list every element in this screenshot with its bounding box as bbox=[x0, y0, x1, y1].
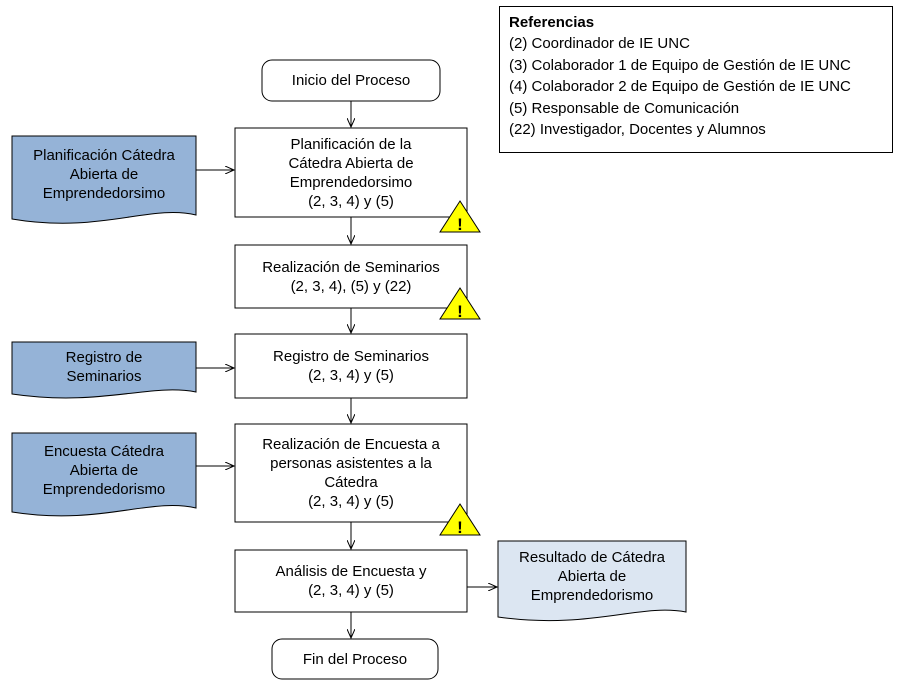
legend-title: Referencias bbox=[509, 14, 595, 31]
label-line: Emprendedorismo bbox=[42, 481, 166, 498]
svg-text:!: ! bbox=[457, 302, 463, 321]
label-line: Planificación de la bbox=[290, 135, 412, 153]
label-line: Emprendedorismo bbox=[530, 586, 654, 604]
legend-item: (2) Coordinador de IE UNC bbox=[509, 35, 690, 52]
label-line: Registro de Seminarios bbox=[273, 348, 429, 365]
label-line: (2, 3, 4) y (5) bbox=[308, 192, 394, 210]
label-line: Realización de Encuesta a bbox=[262, 436, 440, 453]
warning-icon: ! bbox=[439, 200, 481, 234]
legend-item: (5) Responsable de Comunicación bbox=[509, 99, 740, 117]
encuesta-process-box bbox=[234, 423, 468, 523]
planificacion-document-shape bbox=[11, 135, 197, 224]
legend-item: (4) Colaborador 2 de Equipo de Gestión d… bbox=[509, 78, 851, 96]
end-label: Fin del Proceso bbox=[272, 639, 438, 679]
label-line: (2, 3, 4), (5) y (22) bbox=[290, 277, 412, 295]
seminarios-step-label: Realización de Seminarios(2, 3, 4), (5) … bbox=[235, 245, 467, 308]
registro-step-label: Registro de Seminarios (2, 3, 4) y (5) bbox=[235, 334, 467, 398]
label-line: Abierta de bbox=[557, 567, 627, 585]
planificacion-process-box bbox=[234, 127, 468, 218]
label-line: Abierta de bbox=[69, 462, 139, 479]
label-line: Emprendedorsimo bbox=[42, 184, 166, 202]
label-line: (2, 3, 4) y (5) bbox=[308, 493, 394, 510]
seminarios-process-box bbox=[234, 244, 468, 309]
label-line: Cátedra bbox=[324, 474, 378, 491]
svg-text:!: ! bbox=[457, 518, 463, 537]
label-line: Abierta de bbox=[69, 165, 139, 183]
legend-item: (22) Investigador, Docentes y Alumnos bbox=[509, 121, 766, 139]
label-line: Registro de bbox=[65, 349, 143, 366]
label-line: Fin del Proceso bbox=[302, 650, 408, 668]
svg-text:!: ! bbox=[457, 215, 463, 234]
end-terminator bbox=[271, 638, 439, 680]
label-line: Seminarios bbox=[66, 368, 142, 385]
label-line: Cátedra Abierta de bbox=[288, 154, 414, 172]
start-label: Inicio del Proceso bbox=[262, 60, 440, 101]
analisis-step-label: Análisis de Encuesta y (2, 3, 4) y (5) bbox=[235, 550, 467, 612]
label-line: Planificación Cátedra bbox=[33, 146, 175, 164]
label-line: Resultado de Cátedra bbox=[519, 548, 665, 566]
encuesta-document-shape bbox=[11, 432, 197, 517]
resultado-document-shape bbox=[497, 540, 687, 622]
registro-document-label: Registro de Seminarios bbox=[12, 342, 196, 392]
label-line: Análisis de Encuesta y bbox=[275, 563, 427, 580]
label-line: Emprendedorsimo bbox=[289, 173, 413, 191]
references-legend: Referencias (2) Coordinador de IE UNC (3… bbox=[499, 6, 893, 153]
label-line: personas asistentes a la bbox=[270, 455, 432, 472]
encuesta-step-label: Realización de Encuesta a personas asiste… bbox=[235, 424, 467, 522]
label-line: (2, 3, 4) y (5) bbox=[308, 367, 394, 384]
warning-icon: ! bbox=[439, 287, 481, 321]
registro-document-shape bbox=[11, 341, 197, 399]
label-line: Inicio del Proceso bbox=[291, 72, 411, 89]
warning-icon: ! bbox=[439, 503, 481, 537]
label-line: (2, 3, 4) y (5) bbox=[308, 582, 394, 599]
label-line: Realización de Seminarios bbox=[262, 258, 440, 276]
label-line: Encuesta Cátedra bbox=[43, 443, 165, 460]
legend-item: (3) Colaborador 1 de Equipo de Gestión d… bbox=[509, 56, 851, 74]
registro-process-box bbox=[234, 333, 468, 399]
